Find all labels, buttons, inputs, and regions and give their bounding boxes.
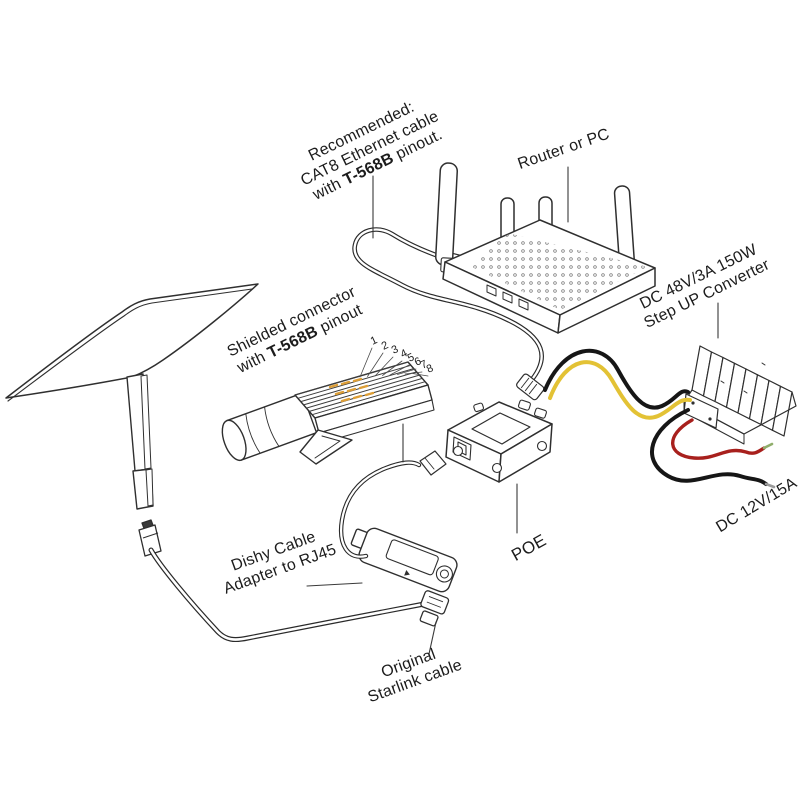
- rj45-adapter: [350, 527, 458, 593]
- wire-black-output: [650, 408, 768, 486]
- adapter-patch-cable: [338, 450, 447, 559]
- label-leaders: [306, 166, 719, 655]
- router: [434, 162, 656, 334]
- shielded-connector-illustration: [221, 361, 435, 465]
- router-ports: [486, 284, 529, 311]
- patch-cable-rj45: [419, 450, 447, 476]
- original-starlink-cable: [148, 547, 427, 643]
- wire-yellow-input: [548, 360, 692, 420]
- pin-leader-lines: [359, 347, 429, 378]
- converter-front-plate: [683, 393, 719, 429]
- dish-rim: [7, 288, 253, 402]
- leader-adapter: [306, 582, 363, 587]
- wire-tip-red: [762, 442, 774, 450]
- wire-black-input: [543, 348, 690, 410]
- wire-red-output: [671, 418, 766, 460]
- connector-latch: [299, 429, 353, 465]
- poe-terminals: [517, 399, 547, 419]
- router-right-face: [557, 267, 656, 334]
- cat8-poe-plug: [516, 373, 545, 401]
- connector-boot: [221, 392, 318, 462]
- satellite-dish: [5, 283, 259, 402]
- step-up-converter: [683, 345, 797, 445]
- leader-original-cable: [428, 621, 437, 655]
- wire-color-dashes: [328, 377, 375, 403]
- router-vent-grid: [470, 233, 648, 310]
- dish-face: [5, 283, 259, 399]
- dish-mast: [126, 373, 154, 510]
- dish-cable-connector: [138, 519, 162, 557]
- wire-tip-black: [764, 482, 776, 489]
- power-wires: [543, 348, 776, 489]
- starlink-cable-connector: [419, 590, 450, 627]
- poe-injector: [445, 399, 553, 483]
